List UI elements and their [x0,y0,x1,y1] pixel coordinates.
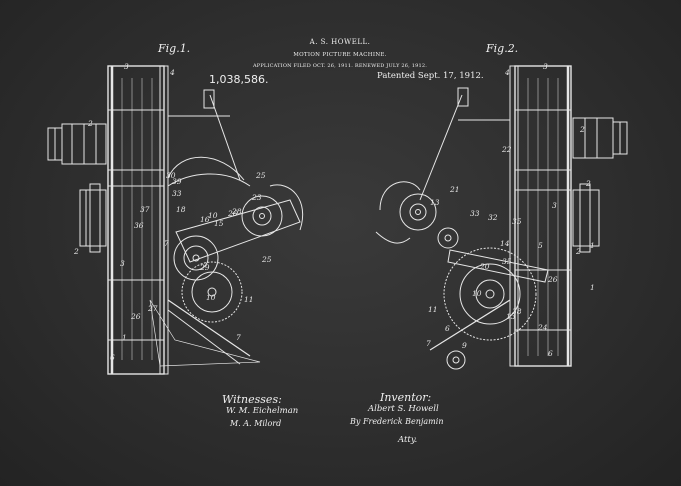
fig1-callout: 7 [164,239,169,248]
witness-signature-2: M. A. Milord [230,419,282,428]
fig2-callout: 38 [512,307,522,316]
fig2-callout: 35 [502,257,512,266]
patent-inventor-header: A. S. HOWELL. [309,38,371,46]
fig1-callout: 7 [236,333,241,342]
fig1-callout: 10 [206,293,216,302]
fig2-machine [375,65,628,370]
figure-2-label: Fig.2. [486,42,519,55]
fig2-callout: 13 [506,312,516,321]
fig2-callout: 13 [430,198,440,207]
fig2-callout: 6 [548,349,553,358]
fig1-callout: 15 [214,219,224,228]
fig1-callout: 25 [255,171,266,180]
fig2-callout: 22 [501,145,512,154]
fig2-callout: 24 [537,323,548,332]
fig2-callout: 10 [472,289,482,298]
fig2-callout: 3 [543,62,548,71]
fig1-machine [47,65,304,375]
fig1-callout: 4 [169,68,175,77]
fig2-callout: 14 [500,239,510,248]
fig2-callout: 3 [552,201,557,210]
fig1-callout: 11 [244,295,254,304]
application-line: APPLICATION FILED OCT. 26, 1911. RENEWED… [252,63,428,69]
fig1-callout: 2 [87,119,93,128]
fig2-callout: 2 [575,247,581,256]
fig1-callout: 2 [73,247,79,256]
fig1-callout: 37 [140,205,150,214]
figure-1-label: Fig.1. [158,42,191,55]
fig1-callout: 3 [120,259,125,268]
fig1-callout: 33 [172,189,182,198]
fig1-callout: 26 [130,312,141,321]
fig2-callout: 2 [585,179,591,188]
fig2-callout: 1 [590,241,595,250]
fig2-callout: 20 [479,262,490,271]
fig2-callout: 26 [547,275,558,284]
fig1-callout: 3 [124,62,129,71]
inventor-signature: Albert S. Howell [368,404,439,414]
fig1-callout: 36 [134,221,144,230]
fig2-callout: 7 [426,339,431,348]
fig2-callout: 33 [470,209,480,218]
fig2-callout: 9 [462,341,467,350]
fig1-callout: 18 [176,205,186,214]
fig2-callout: 35 [512,217,522,226]
fig2-callout: 1 [590,283,595,292]
fig1-callout: 27 [147,304,158,313]
attorney-by-line: By Frederick Benjamin [350,417,444,426]
fig1-callout: 28 [231,207,242,216]
fig1-callout: 1 [122,333,127,342]
fig2-callout: 2 [579,125,585,134]
fig1-callout: 10 [208,211,218,220]
attorney-label: Atty. [398,435,418,445]
fig1-callout: 29 [199,263,210,272]
witness-signature-1: W. M. Eichelman [226,406,299,416]
witnesses-label: Witnesses: [222,393,282,406]
patent-title: MOTION PICTURE MACHINE. [293,52,387,58]
fig1-callout: 30 [166,171,176,180]
fig2-callout: 5 [538,241,543,250]
fig1-callout: 16 [200,215,210,224]
fig2-callout: 6 [445,324,450,333]
fig1-callout: 39 [172,177,182,186]
fig1-callout: 26 [227,209,238,218]
patent-date: Patented Sept. 17, 1912. [377,71,484,81]
fig2-callout: 21 [449,185,460,194]
fig2-callout: 4 [504,68,510,77]
fig2-callout: 32 [488,213,498,222]
fig2-callout: 11 [428,305,438,314]
inventor-label: Inventor: [380,391,432,404]
patent-number: 1,038,586. [209,73,269,86]
fig1-callout: 23 [251,193,262,202]
fig1-callout: 6 [110,353,115,362]
fig1-callout: 25 [261,255,272,264]
